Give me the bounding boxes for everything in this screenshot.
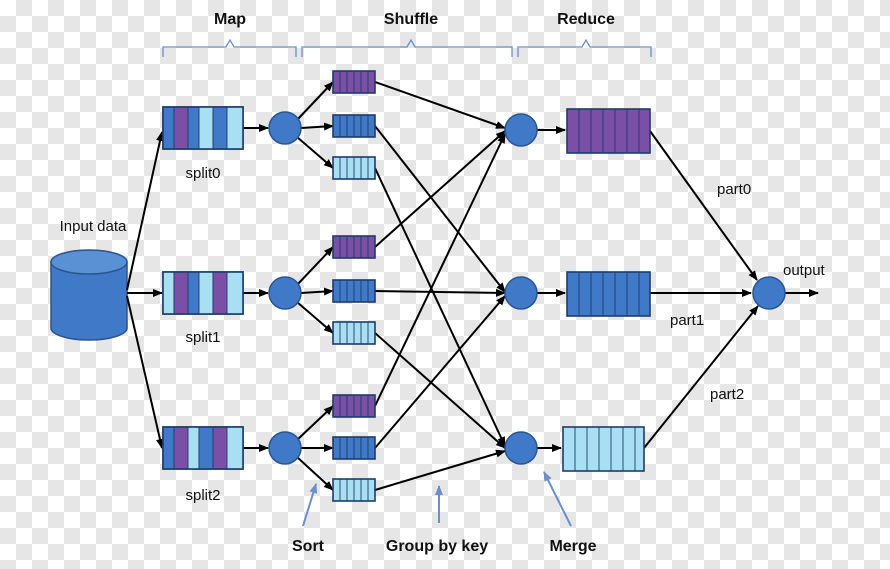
stage-shuffle-brace (301, 38, 513, 57)
split2-block (162, 426, 244, 470)
arrow-map0-p2 (296, 136, 334, 169)
arrow-shuffle-2-2 (374, 449, 506, 491)
arrow-input-split2 (126, 295, 164, 449)
split1-block (162, 271, 244, 315)
merge-annotation-arrow (543, 471, 572, 527)
arrow-map1-p1 (300, 287, 334, 296)
map-node-0 (268, 111, 302, 145)
arrow-map2-p2 (296, 456, 334, 491)
arrow-input-split0 (126, 131, 164, 291)
arrow-shuffle-2-0 (374, 133, 506, 407)
split0-block (162, 106, 244, 150)
merged-buffer-1 (566, 271, 651, 317)
stage-reduce-brace (517, 38, 652, 57)
arrow-map2-p0 (296, 405, 334, 441)
stage-reduce-label: Reduce (557, 11, 615, 28)
arrow-shuffle-0-0 (374, 81, 506, 129)
merge-label: Merge (549, 538, 596, 555)
arrow-map0-p1 (300, 122, 334, 131)
split2-label: split2 (185, 487, 220, 504)
reduce-node-2 (504, 431, 538, 465)
arrow-map1-p2 (296, 301, 334, 334)
partition-1-0 (332, 235, 376, 259)
stage-shuffle-label: Shuffle (384, 11, 438, 28)
stage-map-brace (162, 38, 297, 57)
reduce-node-1 (504, 276, 538, 310)
split-blocks: split0 split1 split2 (162, 106, 244, 504)
partition-2-2 (332, 478, 376, 502)
arrow-shuffle-1-2 (374, 332, 506, 449)
arrow-shuffle-1-0 (374, 130, 506, 248)
reduce-nodes (504, 113, 538, 465)
partition-2-0 (332, 394, 376, 418)
part0-label: part0 (717, 181, 751, 198)
output-label: output (783, 262, 826, 279)
map-node-1 (268, 276, 302, 310)
arrow-part0-output (649, 130, 758, 281)
output-node (752, 276, 786, 310)
input-data: Input data (50, 218, 128, 341)
arrow-map0-p0 (296, 81, 334, 121)
merged-buffers (562, 108, 651, 472)
merged-buffer-0 (566, 108, 651, 154)
part2-label: part2 (710, 386, 744, 403)
stage-shuffle: Shuffle (301, 11, 513, 57)
merged-buffer-2 (562, 426, 645, 472)
map-node-2 (268, 431, 302, 465)
arrow-part2-output (643, 305, 759, 449)
map-nodes (268, 111, 302, 465)
reduce-node-0 (504, 113, 538, 147)
split1-label: split1 (185, 329, 220, 346)
sort-annotation-arrow (302, 483, 318, 527)
partition-2-1 (332, 436, 376, 460)
arrow-map1-p0 (296, 246, 334, 286)
partition-0-1 (332, 114, 376, 138)
split0-label: split0 (185, 165, 220, 182)
database-cylinder-icon (50, 249, 128, 341)
stage-map: Map (162, 11, 297, 57)
partition-0-0 (332, 70, 376, 94)
input-data-label: Input data (60, 218, 127, 235)
partition-0-2 (332, 156, 376, 180)
partition-buffers (332, 70, 376, 502)
part1-label: part1 (670, 312, 704, 329)
arrow-shuffle-0-1 (374, 125, 506, 293)
sort-label: Sort (292, 538, 325, 555)
stage-reduce: Reduce (517, 11, 652, 57)
partition-1-1 (332, 279, 376, 303)
stage-map-label: Map (214, 11, 246, 28)
group-by-key-label: Group by key (386, 538, 488, 555)
arrow-shuffle-1-1 (374, 288, 506, 297)
arrow-shuffle-0-2 (374, 167, 506, 447)
connections (126, 81, 819, 491)
arrow-shuffle-2-1 (374, 295, 506, 449)
partition-1-2 (332, 321, 376, 345)
